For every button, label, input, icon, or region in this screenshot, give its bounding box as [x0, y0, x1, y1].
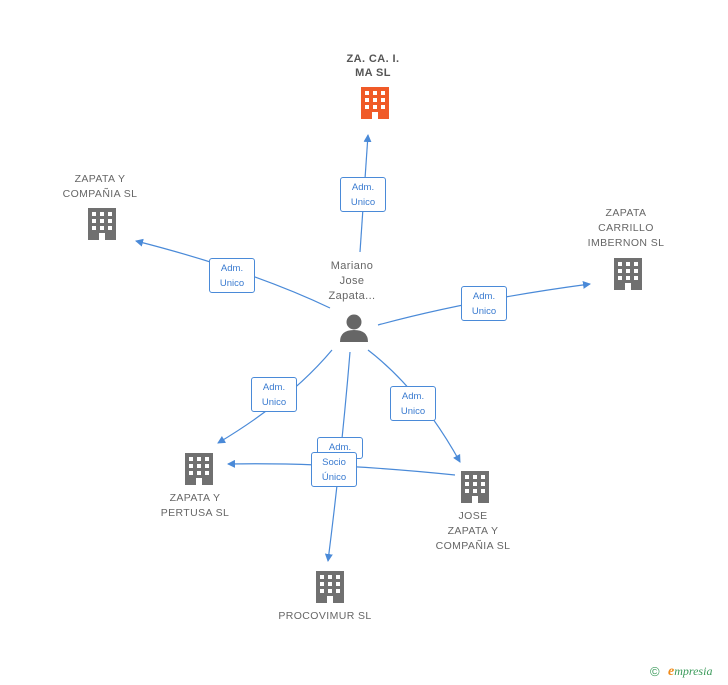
brand-initial: e: [668, 664, 675, 679]
brand-text: mpresia: [674, 664, 713, 678]
company-icon-zapata-carrillo[interactable]: [614, 258, 642, 290]
company-label-jose-zapata[interactable]: JOSE ZAPATA Y COMPAÑIA SL: [435, 510, 511, 552]
edge-label-zapata-compania[interactable]: Adm. Unico: [209, 258, 255, 293]
company-icon-zapata-compania[interactable]: [88, 208, 116, 240]
company-icon-procovimur[interactable]: [316, 571, 344, 603]
edge-label-socio-unico[interactable]: Socio Único: [311, 452, 357, 487]
company-icon-zapata-pertusa[interactable]: [185, 453, 213, 485]
edge-label-zapata-pertusa[interactable]: Adm. Unico: [251, 377, 297, 412]
edge-label-jose-zapata[interactable]: Adm. Unico: [390, 386, 436, 421]
copyright-icon: ©: [650, 664, 660, 679]
company-label-zapata-compania[interactable]: ZAPATA Y COMPAÑIA SL: [62, 173, 138, 200]
person-label[interactable]: Mariano Jose Zapata...: [328, 260, 376, 302]
company-label-procovimur[interactable]: PROCOVIMUR SL: [278, 610, 372, 622]
company-icon-jose-zapata[interactable]: [461, 471, 489, 503]
brand-logo[interactable]: empresia: [668, 664, 712, 680]
edge-label-zacacima[interactable]: Adm. Unico: [340, 177, 386, 212]
company-label-zapata-pertusa[interactable]: ZAPATA Y PERTUSA SL: [160, 492, 230, 519]
edge-label-zapata-carrillo[interactable]: Adm. Unico: [461, 286, 507, 321]
person-icon[interactable]: [340, 314, 368, 343]
company-label-zacacima[interactable]: ZA. CA. I. MA SL: [346, 53, 400, 79]
company-icon-zacacima[interactable]: [361, 87, 389, 119]
company-label-zapata-carrillo[interactable]: ZAPATA CARRILLO IMBERNON SL: [587, 207, 665, 249]
